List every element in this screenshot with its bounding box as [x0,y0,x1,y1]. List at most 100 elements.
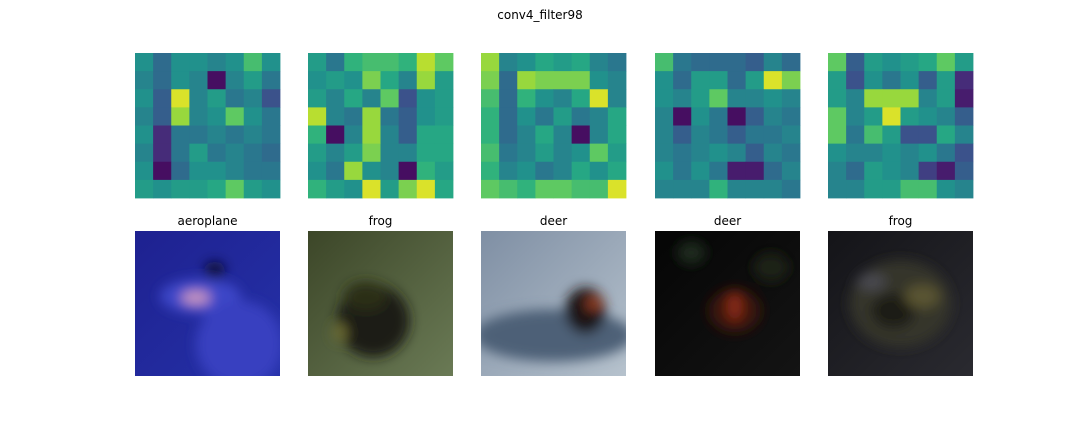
heatmap-cell [207,179,227,199]
heatmap-cell [553,179,573,199]
heatmap-cell [380,71,400,90]
heatmap-cell [135,125,154,145]
heatmap-cell [517,107,536,126]
heatmap-cell [535,53,554,72]
heatmap-cell [571,161,591,181]
heatmap-cell [207,89,227,108]
image-blob [481,309,626,362]
heatmap-cell [655,143,674,163]
heatmap-cell [781,53,801,72]
heatmap-cell [434,53,454,72]
heatmap-cell [954,143,974,163]
input-image-1 [135,231,280,376]
heatmap-cell [344,125,363,145]
heatmap-cell [589,161,609,181]
activation-map-3 [481,53,627,199]
heatmap-cell [709,125,728,145]
heatmap-cell [261,125,281,145]
heatmap-cell [326,107,345,126]
heatmap-cell [655,179,674,199]
heatmap-cell [135,161,154,181]
heatmap-cell [673,89,692,108]
heatmap-cell [481,125,500,145]
heatmap-cell [691,125,710,145]
heatmap-cell [499,107,518,126]
input-image-4 [655,231,800,376]
heatmap-cell [434,89,454,108]
heatmap-cell [326,53,345,72]
heatmap-cell [481,143,500,163]
heatmap-cell [864,53,883,72]
heatmap-cell [243,107,263,126]
heatmap-cell [900,179,920,199]
heatmap-cell [398,71,418,90]
heatmap-cell [380,161,400,181]
heatmap-cell [326,161,345,181]
heatmap-cell [882,179,901,199]
heatmap-cell [481,89,500,108]
heatmap-cell [655,107,674,126]
heatmap-cell [918,71,938,90]
heatmap-cell [189,107,208,126]
heatmap-cell [416,179,436,199]
heatmap-cell [763,53,783,72]
heatmap-cell [936,89,956,108]
heatmap-cell [882,53,901,72]
heatmap-cell [171,161,190,181]
heatmap-cell [434,161,454,181]
heatmap-cell [763,161,783,181]
heatmap-cell [308,71,327,90]
heatmap-cell [171,89,190,108]
heatmap-cell [727,71,747,90]
heatmap-cell [189,161,208,181]
heatmap-cell [900,125,920,145]
heatmap-cell [153,161,172,181]
heatmap-cell [709,161,728,181]
heatmap-cell [380,53,400,72]
heatmap-cell [763,143,783,163]
heatmap-cell [589,89,609,108]
heatmap-cell [589,125,609,145]
heatmap-cell [745,53,765,72]
heatmap-cell [918,179,938,199]
heatmap-cell [673,143,692,163]
heatmap-cell [207,53,227,72]
heatmap-cell [655,161,674,181]
heatmap-cell [171,53,190,72]
heatmap-cell [553,53,573,72]
heatmap-cell [846,71,865,90]
heatmap-cell [571,125,591,145]
heatmap-cell [781,125,801,145]
image-label: frog [889,214,913,228]
heatmap-cell [499,179,518,199]
heatmap-cell [344,161,363,181]
heatmap-cell [846,53,865,72]
heatmap-cell [727,53,747,72]
heatmap-cell [763,179,783,199]
heatmap-cell [362,53,381,72]
input-image-5 [828,231,973,376]
heatmap-cell [380,179,400,199]
heatmap-cell [673,125,692,145]
heatmap-cell [691,161,710,181]
heatmap-cell [308,161,327,181]
heatmap-cell [225,125,245,145]
heatmap-cell [954,89,974,108]
heatmap-cell [589,143,609,163]
heatmap-cell [225,143,245,163]
heatmap-cell [918,125,938,145]
heatmap-cell [709,53,728,72]
heatmap-cell [362,125,381,145]
heatmap-cell [655,125,674,145]
heatmap-cell [171,107,190,126]
heatmap-cell [517,89,536,108]
heatmap-cell [153,143,172,163]
heatmap-cell [344,179,363,199]
heatmap-cell [207,143,227,163]
heatmap-cell [153,107,172,126]
heatmap-cell [135,71,154,90]
activation-map-1 [135,53,281,199]
heatmap-cell [607,125,627,145]
heatmap-cell [745,179,765,199]
heatmap-cell [243,179,263,199]
